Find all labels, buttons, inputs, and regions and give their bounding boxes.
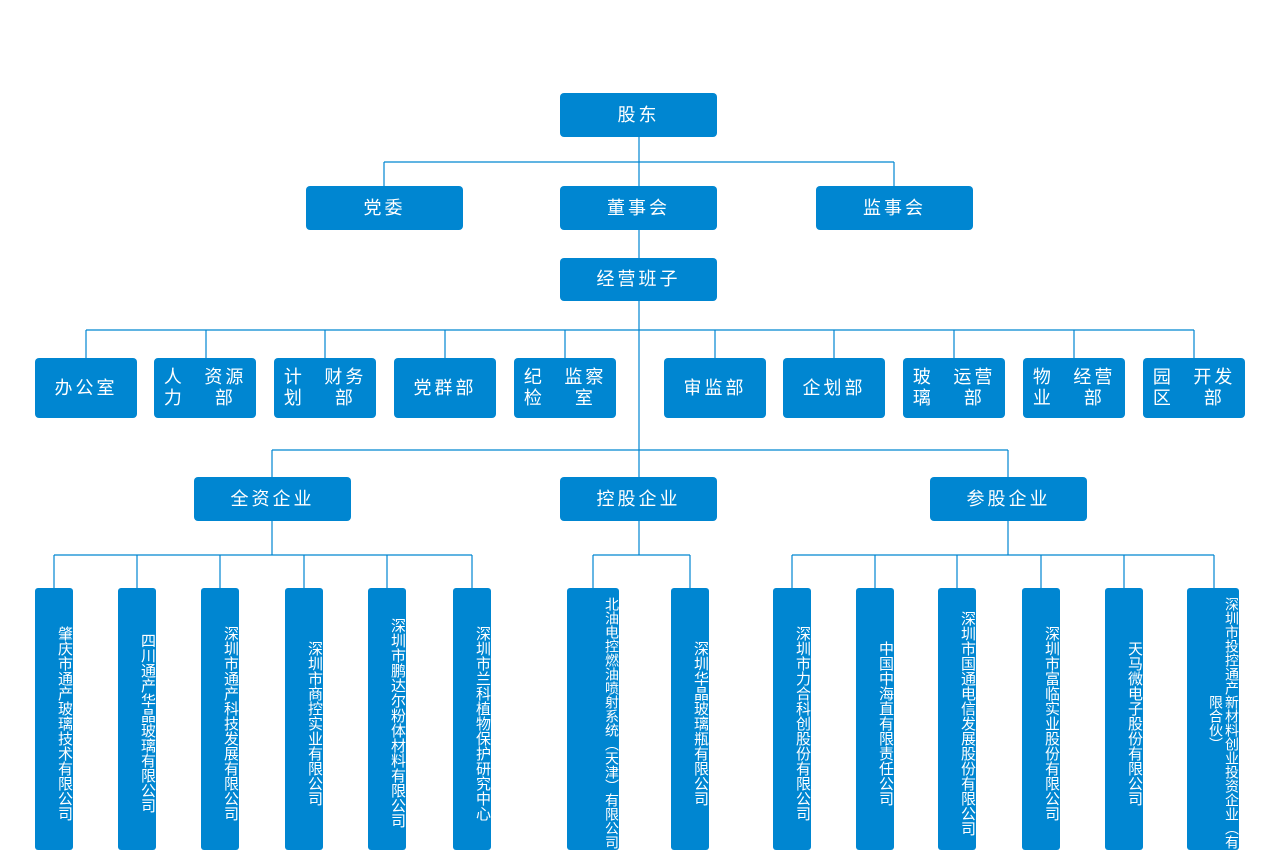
node-shareholders: 股东 — [560, 93, 717, 137]
company-node: 北油电控燃油喷射系统（天津）有限公司 — [567, 588, 619, 850]
group-participating: 参股企业 — [930, 477, 1087, 521]
company-node: 深圳市国通电信发展股份有限公司 — [938, 588, 977, 850]
dept-label: 财务部 — [324, 367, 367, 409]
node-board: 董事会 — [560, 186, 717, 230]
dept-label: 经营部 — [1073, 367, 1116, 409]
node-management: 经营班子 — [560, 258, 717, 301]
dept-planning: 企划部 — [783, 358, 885, 418]
dept-label: 党群部 — [413, 377, 477, 399]
company-node: 深圳华晶玻璃瓶有限公司 — [671, 588, 710, 850]
dept-label: 玻璃 — [912, 367, 934, 409]
dept-office: 办公室 — [35, 358, 137, 418]
dept-label: 纪检 — [523, 367, 545, 409]
dept-label: 审监部 — [683, 377, 747, 399]
company-node: 四川通产华晶玻璃有限公司 — [118, 588, 157, 850]
dept-hr: 人力 资源部 — [154, 358, 256, 418]
node-party-committee: 党委 — [306, 186, 463, 230]
company-node: 深圳市兰科植物保护研究中心 — [453, 588, 492, 850]
dept-label: 人力 — [163, 367, 185, 409]
dept-park-development: 园区 开发部 — [1143, 358, 1245, 418]
group-wholly-owned: 全资企业 — [194, 477, 351, 521]
dept-label: 运营部 — [953, 367, 996, 409]
dept-audit: 审监部 — [664, 358, 766, 418]
dept-label: 监察室 — [564, 367, 607, 409]
dept-discipline: 纪检 监察室 — [514, 358, 616, 418]
company-node: 深圳市通产科技发展有限公司 — [201, 588, 240, 850]
company-node: 深圳市力合科创股份有限公司 — [773, 588, 812, 850]
dept-glass-operations: 玻璃 运营部 — [903, 358, 1005, 418]
dept-label: 企划部 — [802, 377, 866, 399]
dept-property: 物业 经营部 — [1023, 358, 1125, 418]
dept-label: 物业 — [1032, 367, 1054, 409]
dept-finance: 计划 财务部 — [274, 358, 376, 418]
company-node: 深圳市投控通产新材料创业投资企业（有限合伙） — [1187, 588, 1239, 850]
company-node: 深圳市商控实业有限公司 — [285, 588, 324, 850]
company-node: 深圳市富临实业股份有限公司 — [1022, 588, 1061, 850]
dept-label: 办公室 — [54, 377, 118, 399]
company-node: 深圳市鹏达尔粉体材料有限公司 — [368, 588, 407, 850]
node-supervisors: 监事会 — [816, 186, 973, 230]
dept-label: 资源部 — [204, 367, 247, 409]
dept-party-affairs: 党群部 — [394, 358, 496, 418]
group-holding: 控股企业 — [560, 477, 717, 521]
dept-label: 开发部 — [1193, 367, 1236, 409]
dept-label: 园区 — [1152, 367, 1174, 409]
company-node: 天马微电子股份有限公司 — [1105, 588, 1144, 850]
company-node: 肇庆市通产玻璃技术有限公司 — [35, 588, 74, 850]
company-node: 中国中海直有限责任公司 — [856, 588, 895, 850]
dept-label: 计划 — [283, 367, 305, 409]
